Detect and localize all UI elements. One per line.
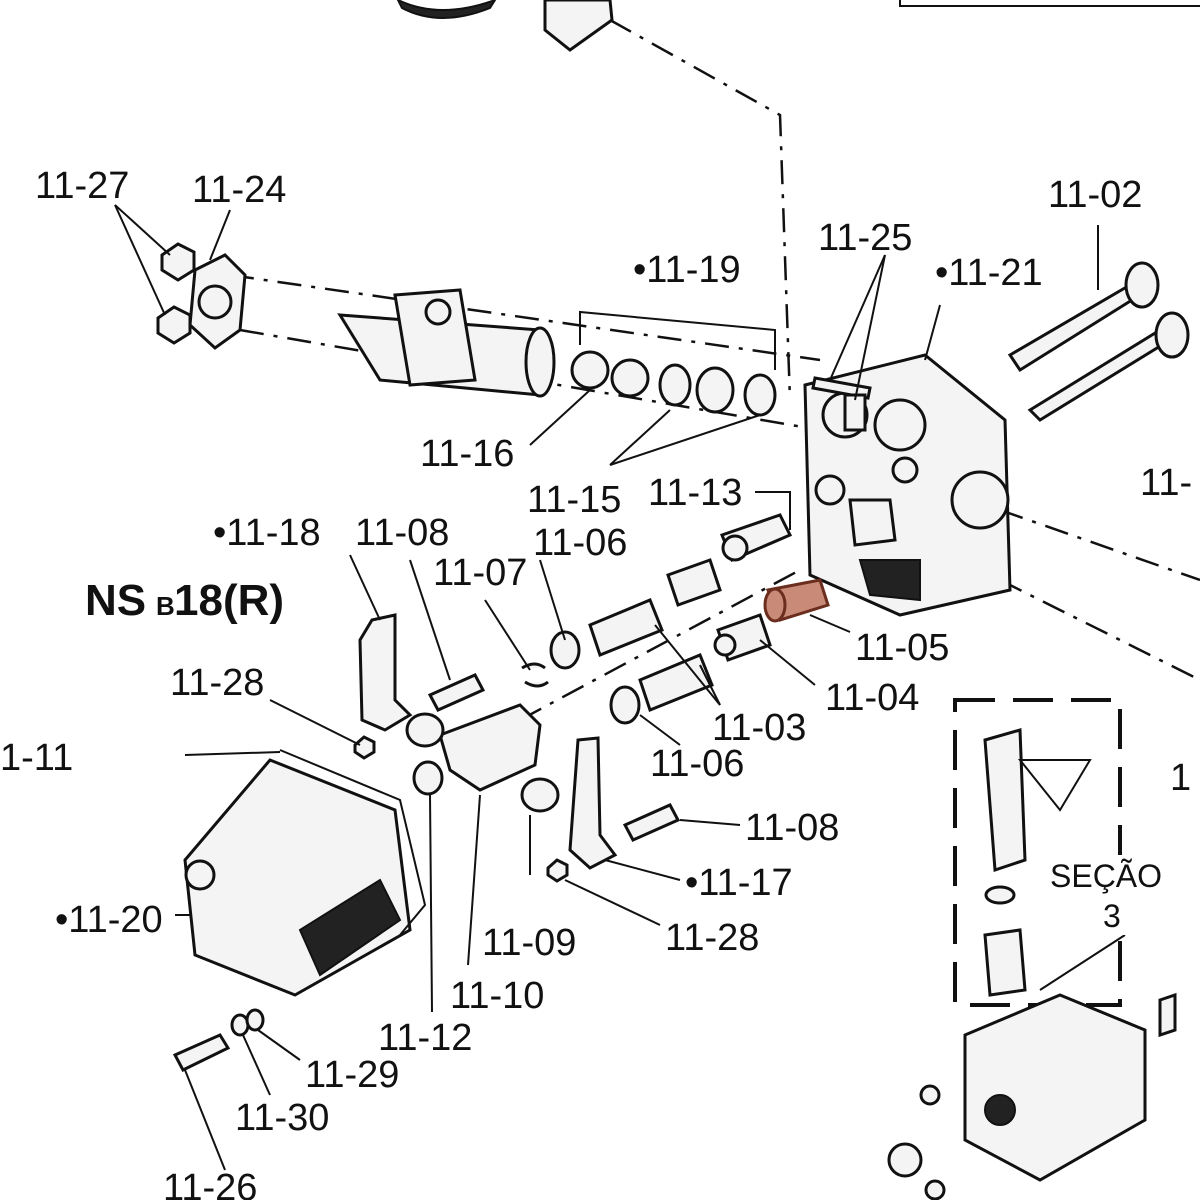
label-11-29: 11-29 <box>305 1054 399 1096</box>
label-11-10: 11-10 <box>450 975 544 1017</box>
model-title: NS B 18(R) <box>85 576 284 625</box>
rocker-arm-11-17 <box>568 736 618 870</box>
bushing-11-09 <box>520 777 560 813</box>
label-11-07: 11-07 <box>433 552 527 594</box>
label-11-28-upper: 11-28 <box>170 662 264 704</box>
nozzle-holder-11-05-highlighted <box>763 578 830 623</box>
flange-11-24 <box>188 253 247 350</box>
section-label: SEÇÃO 3 <box>1045 855 1175 935</box>
label-11-19: •11-19 <box>633 249 741 291</box>
label-1-partial-right: 1 <box>1170 757 1191 799</box>
label-11-partial-right: 11- <box>1140 462 1192 504</box>
label-11-06-upper: 11-06 <box>533 522 627 564</box>
label-11-11: 1-11 <box>0 737 73 779</box>
stud-11-13 <box>720 513 793 562</box>
keepers-11-07 <box>521 662 549 688</box>
lower-right-cover <box>887 992 1177 1200</box>
label-11-26: 11-26 <box>163 1167 257 1200</box>
nut-11-28-upper <box>353 735 376 760</box>
rocker-shaft-bracket-11-10 <box>405 703 542 792</box>
label-11-09: 11-09 <box>482 922 576 964</box>
gasket-11-11 <box>279 749 427 936</box>
label-11-02: 11-02 <box>1048 174 1142 216</box>
label-11-12: 11-12 <box>378 1017 472 1059</box>
label-11-28-lower: 11-28 <box>665 917 759 959</box>
section-label-line1: SEÇÃO <box>1050 858 1162 894</box>
retainers-11-06 <box>549 630 641 725</box>
label-11-08-lower: 11-08 <box>745 807 839 849</box>
nut-pair-11-27 <box>156 242 196 345</box>
label-11-25: 11-25 <box>818 217 912 259</box>
label-11-05: 11-05 <box>855 627 949 669</box>
screw-11-26 <box>172 1033 231 1072</box>
model-title-rest: 18(R) <box>174 576 284 625</box>
valves-11-02 <box>1007 261 1190 422</box>
nut-11-28-lower <box>546 858 569 883</box>
model-title-main: NS <box>85 576 146 625</box>
valve-cotters-11-04 <box>713 613 772 662</box>
section-3-box <box>953 698 1122 1007</box>
label-11-20: •11-20 <box>55 899 163 941</box>
label-11-27: 11-27 <box>35 165 129 207</box>
part-labels: 11-27 11-24 11-02 11-25 •11-19 •11-21 11… <box>0 165 1192 1200</box>
label-11-21: •11-21 <box>935 252 1043 294</box>
label-11-04: 11-04 <box>825 677 919 719</box>
washer-11-12 <box>412 760 444 796</box>
label-11-30: 11-30 <box>235 1097 329 1139</box>
bolt-11-08-upper <box>427 673 486 712</box>
section-label-line2: 3 <box>1103 898 1121 934</box>
rocker-arm-11-18 <box>358 613 413 732</box>
leader-lines <box>114 204 1126 1171</box>
injection-pump-11-19 <box>337 288 777 417</box>
label-11-17: •11-17 <box>685 862 793 904</box>
washers-11-29-11-30 <box>230 1008 265 1037</box>
label-11-08-upper: 11-08 <box>355 512 449 554</box>
top-partial-parts <box>396 0 1200 52</box>
label-11-15: 11-15 <box>527 479 621 521</box>
label-11-16: 11-16 <box>420 433 514 475</box>
label-11-03: 11-03 <box>712 707 806 749</box>
label-11-18: •11-18 <box>213 512 321 554</box>
cylinder-head-11-21 <box>803 353 1012 617</box>
label-11-24: 11-24 <box>192 169 286 211</box>
model-title-sub: B <box>156 591 175 621</box>
bolt-11-08-lower <box>622 803 681 842</box>
springs-11-03 <box>588 598 714 712</box>
label-11-06-lower: 11-06 <box>650 743 744 785</box>
spacer-11-06-upper <box>666 558 722 607</box>
rocker-cover-11-20 <box>183 758 412 997</box>
label-11-13: 11-13 <box>648 472 742 514</box>
